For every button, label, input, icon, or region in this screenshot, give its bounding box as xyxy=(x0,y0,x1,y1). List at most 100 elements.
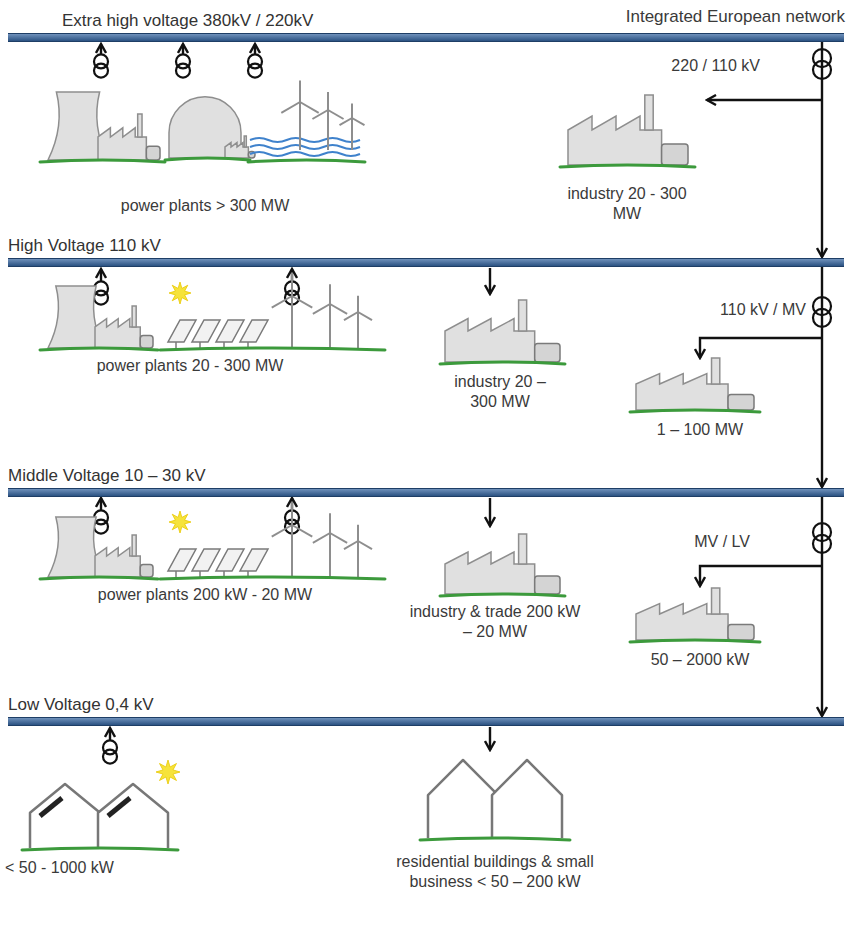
capacity-caption: power plants > 300 MW xyxy=(85,196,325,216)
chimney xyxy=(132,535,136,556)
power-flow-arrow xyxy=(100,269,102,281)
transformer-coil xyxy=(94,291,108,305)
chimney xyxy=(519,300,527,331)
ground-line xyxy=(165,158,250,160)
annex xyxy=(662,144,688,165)
chimney xyxy=(519,534,527,564)
turbine-blade xyxy=(292,525,312,537)
annex xyxy=(728,624,754,640)
solar-panel xyxy=(168,320,196,342)
transformer-ratio: 110 kV / MV xyxy=(718,300,808,320)
solar-panel xyxy=(192,320,220,342)
turbine-blade xyxy=(272,525,292,537)
turbine-mast xyxy=(329,533,331,577)
chimney xyxy=(712,588,720,614)
sun xyxy=(169,282,191,304)
capacity-caption: industry 20 - 300 MW xyxy=(562,184,692,224)
solar-panel xyxy=(216,320,244,342)
band-heading: Middle Voltage 10 – 30 kV xyxy=(8,466,206,486)
turbine-mast xyxy=(329,304,331,348)
turbine-blade xyxy=(358,541,372,549)
sun xyxy=(169,511,191,533)
capacity-caption: power plants 200 kW - 20 MW xyxy=(60,585,350,605)
turbine-mast xyxy=(357,312,359,348)
ground-line xyxy=(560,165,695,167)
capacity-caption: 50 – 2000 kW xyxy=(620,650,780,670)
power-flow-arrow xyxy=(100,498,102,510)
panel-leg xyxy=(199,342,201,348)
turbine-blade xyxy=(313,304,330,314)
turbine-mast xyxy=(291,296,293,348)
chimney xyxy=(138,114,142,137)
capacity-caption: 1 – 100 MW xyxy=(630,420,770,440)
ground-line xyxy=(630,410,760,412)
turbine-blade xyxy=(329,284,331,304)
turbine-mast xyxy=(291,525,293,577)
power-flow-arrow xyxy=(700,338,822,358)
turbine-blade xyxy=(272,296,292,308)
chimney xyxy=(712,358,720,384)
power-flow-arrow xyxy=(109,728,111,740)
transformer-coil xyxy=(94,520,108,534)
turbine-blade xyxy=(330,533,347,543)
ground-line xyxy=(248,160,365,162)
transformer-ratio: 220 / 110 kV xyxy=(669,56,762,76)
turbine-blade xyxy=(281,102,300,113)
ground-line xyxy=(40,348,158,350)
chimney xyxy=(132,306,136,327)
turbine-blade xyxy=(357,296,359,312)
house xyxy=(30,784,100,848)
turbine-blade xyxy=(329,513,331,533)
capacity-caption: residential buildings & small business <… xyxy=(370,852,620,892)
transformer-coil xyxy=(176,64,190,78)
annex xyxy=(140,335,153,348)
ground-line xyxy=(420,838,570,840)
house xyxy=(98,784,168,848)
turbine-blade xyxy=(291,502,293,525)
turbine-blade xyxy=(357,525,359,541)
capacity-caption: industry & trade 200 kW – 20 MW xyxy=(405,602,585,642)
capacity-caption: power plants 20 - 300 MW xyxy=(60,356,320,376)
capacity-caption: < 50 - 1000 kW xyxy=(5,858,205,878)
turbine-blade xyxy=(291,273,293,296)
transformer-coil xyxy=(103,750,117,764)
turbine-mast xyxy=(327,110,329,150)
sun xyxy=(156,760,180,784)
voltage-band: Extra high voltage 380kV / 220kV xyxy=(8,33,844,42)
ground-line xyxy=(40,160,165,162)
capacity-caption: industry 20 – 300 MW xyxy=(440,372,560,412)
band-heading: Extra high voltage 380kV / 220kV xyxy=(62,11,313,31)
annex xyxy=(535,343,560,362)
solar-panel xyxy=(216,549,244,571)
turbine-mast xyxy=(299,102,301,150)
voltage-band: High Voltage 110 kV xyxy=(8,258,844,267)
ground-line xyxy=(440,594,565,596)
power-flow-arrow xyxy=(182,44,184,54)
turbine-blade xyxy=(358,312,372,320)
ground-line xyxy=(630,640,760,642)
turbine-mast xyxy=(357,541,359,577)
turbine-blade xyxy=(327,92,329,110)
chimney xyxy=(244,136,246,147)
network-label: Integrated European network xyxy=(545,6,845,27)
turbine-blade xyxy=(312,110,328,119)
annex xyxy=(728,394,754,410)
power-flow-arrow xyxy=(100,44,102,54)
house xyxy=(492,760,562,838)
turbine-blade xyxy=(328,110,344,119)
annex xyxy=(146,146,160,160)
annex xyxy=(535,576,560,594)
turbine-blade xyxy=(330,304,347,314)
transformer-coil xyxy=(94,64,108,78)
solar-panel xyxy=(240,320,268,342)
power-flow-arrow xyxy=(707,99,822,101)
water-wave xyxy=(250,138,360,142)
voltage-band: Low Voltage 0,4 kV xyxy=(8,717,844,726)
turbine-blade xyxy=(351,104,353,118)
trunk-connector xyxy=(821,267,823,487)
turbine-blade xyxy=(352,118,364,125)
annex xyxy=(140,564,153,577)
house xyxy=(428,760,498,838)
turbine-blade xyxy=(313,533,330,543)
solar-panel xyxy=(192,549,220,571)
